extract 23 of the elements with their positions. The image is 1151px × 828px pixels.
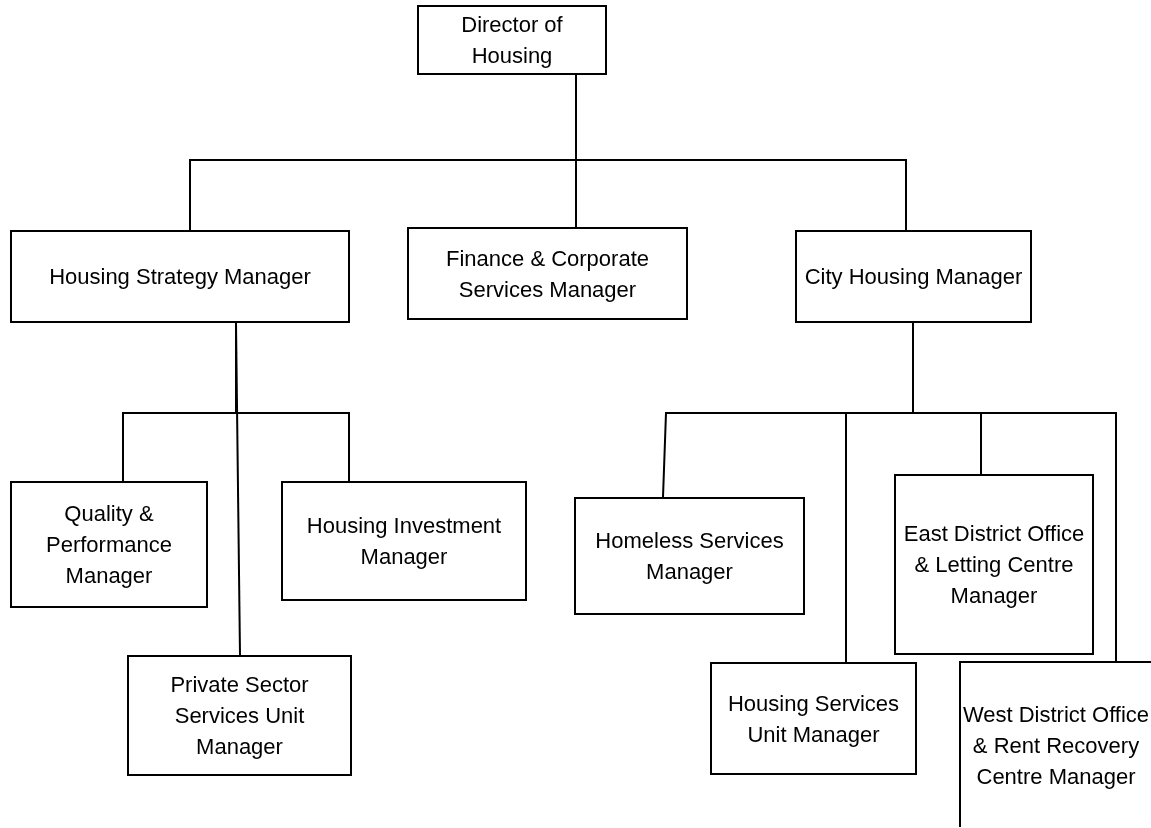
org-box (407, 227, 688, 320)
org-box (894, 474, 1094, 655)
role-title: Homeless Services Manager (594, 527, 785, 586)
role-title: City Housing Manager (804, 263, 1023, 291)
org-box (10, 481, 208, 608)
role-title: Housing Investment Manager (305, 512, 503, 571)
role-title: West District Office & Rent Recovery Centre Manager (961, 700, 1151, 791)
role-title: East District Office & Letting Centre Manager (902, 520, 1086, 610)
role-title: Finance & Corporate Services Manager (445, 244, 650, 304)
org-box (127, 655, 352, 776)
role-title: Quality & Performance Manager (45, 500, 173, 590)
role-title: Private Sector Services Unit Manager (169, 671, 310, 761)
org-box (281, 481, 527, 601)
org-box (574, 497, 805, 615)
org-box (710, 662, 917, 775)
role-title: Housing Strategy Manager (49, 263, 311, 291)
role-title: Director of Housing (460, 11, 564, 70)
role-title: Housing Services Unit Manager (726, 689, 901, 749)
org-box (795, 230, 1032, 323)
org-box (959, 661, 1151, 827)
org-box (10, 230, 350, 323)
org-box (417, 5, 607, 75)
connector-line (235, 322, 241, 656)
